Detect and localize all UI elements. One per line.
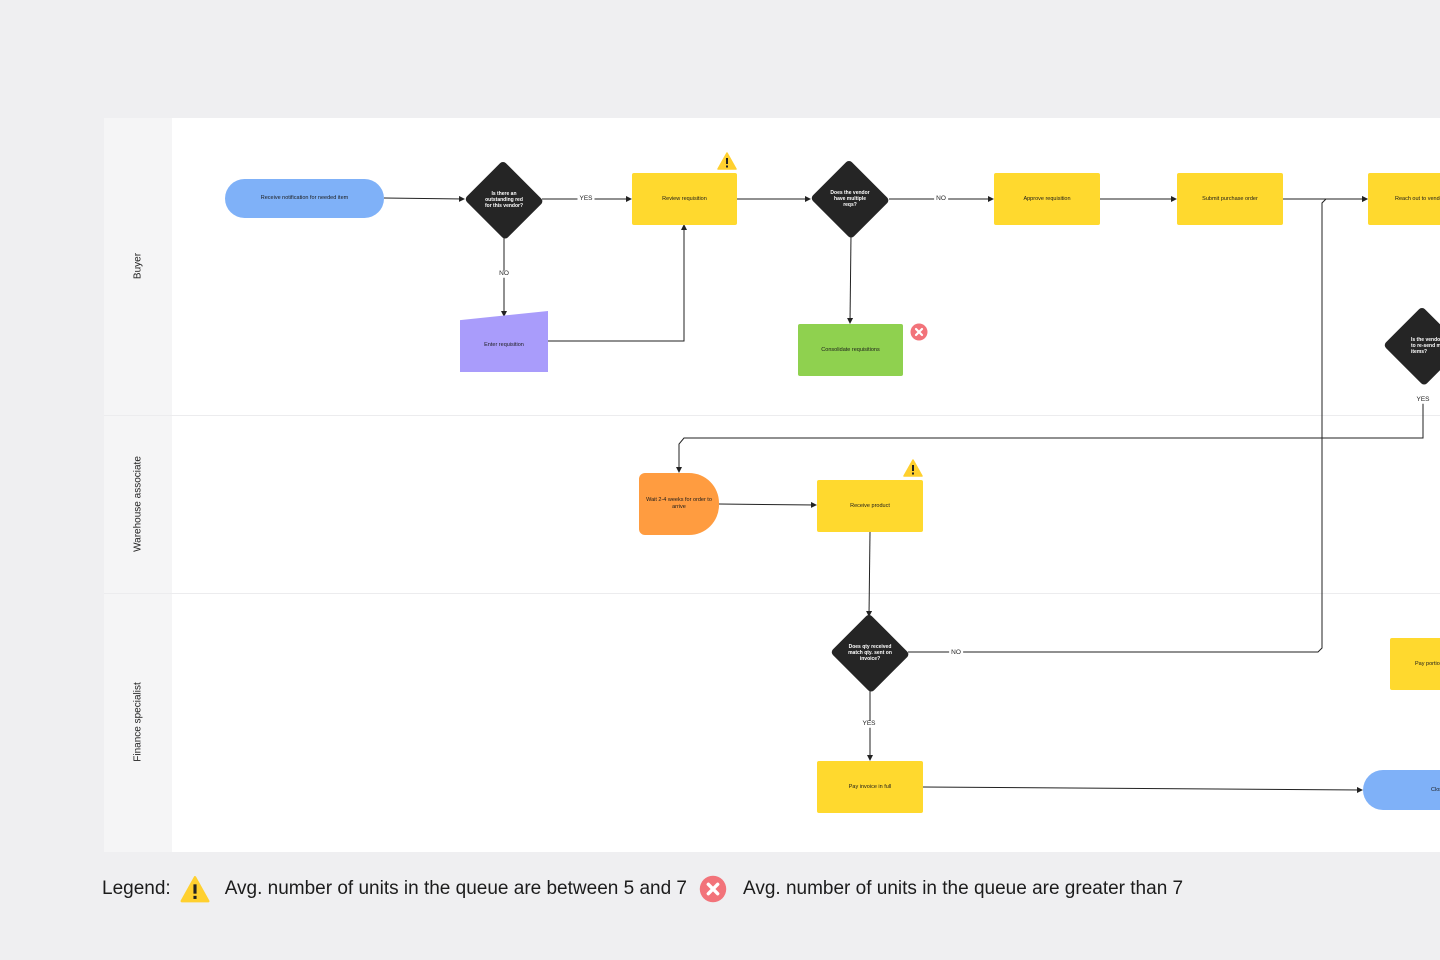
edge-label-yes: YES xyxy=(1414,395,1432,404)
decision-text: Is there an outstanding red for this ven… xyxy=(484,190,524,210)
error-icon xyxy=(699,875,727,903)
node-submit-purchase-order[interactable]: Submit purchase order xyxy=(1177,173,1283,225)
decision-outstanding-req[interactable]: Is there an outstanding red for this ven… xyxy=(464,160,544,240)
edge-multiple-reqs-to-consolidate xyxy=(847,234,854,324)
edge-label-yes: YES xyxy=(577,194,595,203)
node-pay-portion[interactable]: Pay portion xyxy=(1390,638,1440,690)
node-consolidate-requisitions[interactable]: Consolidate requisitions xyxy=(798,324,903,376)
node-close[interactable]: Close xyxy=(1363,770,1440,810)
lane-divider xyxy=(104,415,1440,416)
node-approve-requisition[interactable]: Approve requisition xyxy=(994,173,1100,225)
edge-label-yes: YES xyxy=(860,719,878,728)
edge-label-no: NO xyxy=(949,648,963,657)
edge-qty-decision-to-reach-out-no xyxy=(908,196,1368,653)
node-review-requisition[interactable]: Review requisition xyxy=(632,173,737,225)
edge-wait-to-receive-product xyxy=(718,501,817,508)
edge-label-no: NO xyxy=(497,269,511,278)
lane-label-column xyxy=(104,118,172,852)
legend-error-text: Avg. number of units in the queue are gr… xyxy=(743,878,1184,899)
warning-icon xyxy=(717,152,737,170)
edge-enter-to-review xyxy=(548,224,687,342)
edge-label-no: NO xyxy=(934,194,948,203)
lane-divider xyxy=(104,593,1440,594)
decision-text: Does the vendor have multiple reqs? xyxy=(830,189,870,209)
swimlane-diagram: Buyer Warehouse associate Finance specia… xyxy=(104,118,1440,852)
node-receive-product[interactable]: Receive product xyxy=(817,480,923,532)
decision-text: Does qty received match qty. sent on inv… xyxy=(848,643,892,663)
decision-text: Is the vendor able to re-send missing it… xyxy=(1411,336,1440,356)
edge-vendor-resend-to-wait-yes xyxy=(676,400,1424,473)
legend-warning-text: Avg. number of units in the queue are be… xyxy=(224,878,687,899)
edge-pay-full-to-close xyxy=(922,786,1363,793)
legend-title: Legend: xyxy=(102,878,171,899)
edge-receive-product-to-qty-decision xyxy=(866,531,873,617)
decision-vendor-resend[interactable]: Is the vendor able to re-send missing it… xyxy=(1383,306,1440,386)
warning-icon xyxy=(903,459,923,477)
decision-vendor-multiple-reqs[interactable]: Does the vendor have multiple reqs? xyxy=(810,159,890,239)
warning-icon xyxy=(180,876,210,903)
node-reach-out-vendor[interactable]: Reach out to vendor xyxy=(1368,173,1440,225)
decision-qty-match[interactable]: Does qty received match qty. sent on inv… xyxy=(830,613,910,693)
connectors xyxy=(383,195,1424,793)
node-wait-order-arrive[interactable]: Wait 2-4 weeks for order to arrive xyxy=(639,473,719,535)
node-receive-notification[interactable]: Receive notification for needed item xyxy=(225,179,384,218)
edge-notification-to-decision xyxy=(383,195,465,202)
legend: Legend: Avg. number of units in the queu… xyxy=(102,870,1183,908)
node-pay-invoice-full[interactable]: Pay invoice in full xyxy=(817,761,923,813)
node-enter-requisition[interactable]: Enter requisition xyxy=(460,311,548,372)
error-icon xyxy=(910,323,928,341)
